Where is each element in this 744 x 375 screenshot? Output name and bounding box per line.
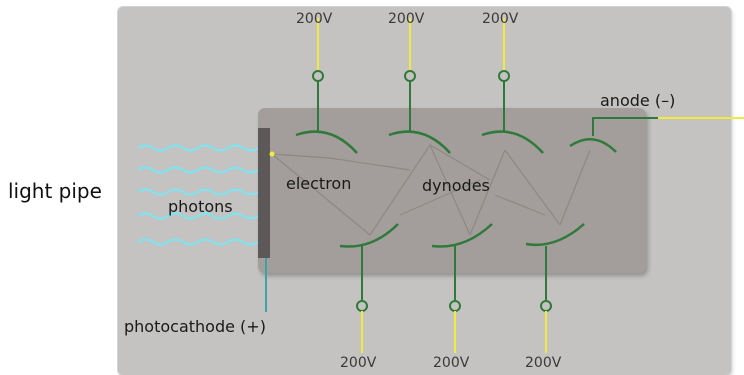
photocathode-plate [258,128,270,258]
anode [569,117,744,153]
photon-waves [137,144,259,246]
voltage-label-bottom-3: 200V [525,355,562,371]
dynode-bottom-3 [525,223,585,353]
voltage-label-top-2: 200V [388,11,425,27]
electron-label: electron [286,174,352,193]
voltage-label-top-3: 200V [482,11,519,27]
anode-label: anode (–) [600,91,676,110]
voltage-label-bottom-2: 200V [433,355,470,371]
emitted-electron [269,151,275,157]
electron-paths [271,144,591,236]
photocathode-label: photocathode (+) [124,317,266,336]
dynode-top-2 [388,18,451,154]
voltage-label-bottom-1: 200V [340,355,377,371]
dynode-bottom-1 [339,223,399,353]
voltage-label-top-1: 200V [296,11,333,27]
light-pipe-label: light pipe [8,179,102,203]
dynode-bottom-2 [431,223,493,353]
photons-label: photons [168,197,233,216]
dynodes-label: dynodes [422,176,490,195]
dynode-top-3 [481,18,544,154]
dynode-top-1 [295,18,358,154]
